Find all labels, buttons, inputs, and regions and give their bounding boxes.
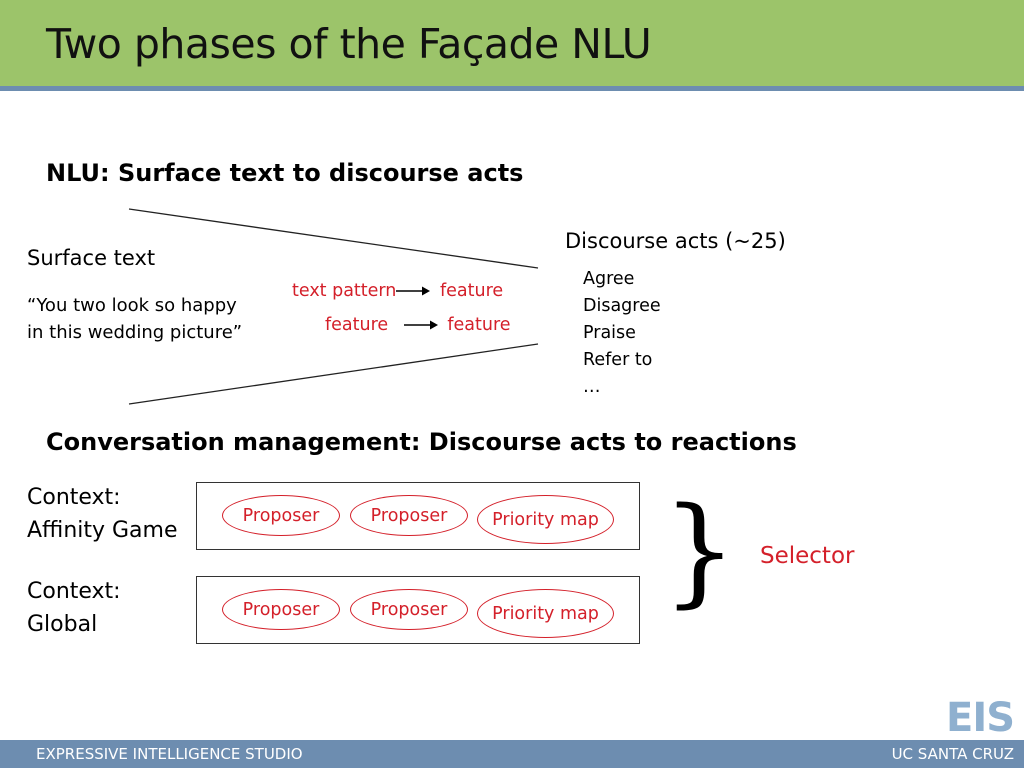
mapping-row-1: text pattern feature [292,280,503,302]
proposer-oval: Proposer [222,589,340,630]
footer-left-text: EXPRESSIVE INTELLIGENCE STUDIO [36,745,303,763]
quote-line-2: in this wedding picture” [27,322,243,343]
mapping-row-2: feature feature [325,314,511,336]
arrow-right-icon [396,286,431,296]
quote-line-1: “You two look so happy [27,295,237,316]
act-item: Praise [583,323,636,343]
discourse-acts-list: Agree Disagree Praise Refer to … [583,266,661,401]
priority-map-oval: Priority map [477,589,614,638]
proposer-oval: Proposer [350,589,468,630]
context-name: Affinity Game [27,518,178,543]
surface-text-label: Surface text [27,246,156,270]
context-name: Global [27,612,98,637]
proposer-oval: Proposer [222,495,340,536]
slide-title: Two phases of the Façade NLU [46,20,652,68]
context-global: Context: Global [27,575,121,641]
footer-bar: EXPRESSIVE INTELLIGENCE STUDIO UC SANTA … [0,740,1024,768]
proposer-oval: Proposer [350,495,468,536]
priority-map-oval: Priority map [477,495,614,544]
context-label: Context: [27,485,121,510]
arrow-right-icon [403,320,438,330]
act-item: Agree [583,269,635,289]
selector-label: Selector [760,543,855,569]
context-box-affinity: Proposer Proposer Priority map [196,482,640,550]
context-box-global: Proposer Proposer Priority map [196,576,640,644]
mapping-2-left: feature [325,315,389,335]
title-rule [0,86,1024,91]
cm-heading: Conversation management: Discourse acts … [46,428,797,456]
eis-logo: EIS [946,695,1015,741]
mapping-1-right: feature [439,281,504,301]
funnel-bottom-line [128,343,539,405]
title-bar [0,0,1024,86]
curly-brace: } [662,481,738,619]
mapping-1-left: text pattern [292,281,397,301]
nlu-heading: NLU: Surface text to discourse acts [46,159,524,187]
footer-right-text: UC SANTA CRUZ [891,745,1014,763]
discourse-acts-label: Discourse acts (~25) [565,229,786,253]
context-label: Context: [27,579,121,604]
funnel-top-line [128,208,539,269]
mapping-2-right: feature [447,315,511,335]
act-item: … [583,377,601,397]
act-item: Disagree [583,296,661,316]
act-item: Refer to [583,350,653,370]
context-affinity: Context: Affinity Game [27,481,178,547]
